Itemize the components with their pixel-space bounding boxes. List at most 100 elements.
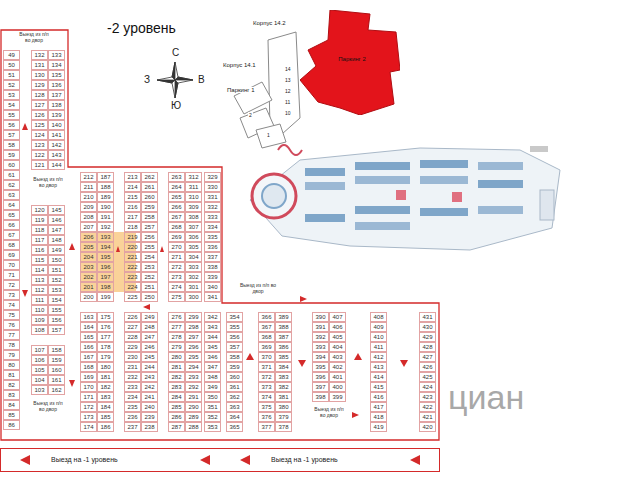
watermark: циан bbox=[448, 378, 524, 417]
stall-number: 234 bbox=[124, 392, 141, 402]
stall-number: 382 bbox=[275, 382, 292, 392]
site-map bbox=[355, 176, 410, 184]
stall-number: 366 bbox=[258, 312, 275, 322]
stall-number: 384 bbox=[275, 362, 292, 372]
site-map bbox=[262, 184, 286, 208]
site-map bbox=[305, 182, 345, 190]
stall-number: 309 bbox=[185, 202, 202, 212]
stall-number: 212 bbox=[80, 172, 97, 182]
stall-number: 103 bbox=[31, 385, 48, 395]
stall-number: 127 bbox=[31, 100, 48, 110]
stall-number: 223 bbox=[124, 272, 141, 282]
stall-number: 413 bbox=[370, 362, 387, 372]
direction-arrow bbox=[116, 246, 120, 252]
stall-number: 371 bbox=[258, 362, 275, 372]
stall-number: 140 bbox=[48, 120, 65, 130]
stall-number: 379 bbox=[275, 412, 292, 422]
stall-number: 173 bbox=[80, 412, 97, 422]
direction-arrow bbox=[143, 304, 150, 310]
stall-number: 184 bbox=[97, 402, 114, 412]
stall-number: 301 bbox=[185, 282, 202, 292]
stall-number: 395 bbox=[312, 362, 329, 372]
stall-number: 260 bbox=[141, 192, 158, 202]
stall-number: 115 bbox=[31, 255, 48, 265]
compass-letter: Ю bbox=[170, 100, 182, 111]
stall-number: 275 bbox=[168, 292, 185, 302]
exit-label: Выезд из п/п во двор bbox=[312, 406, 346, 418]
site-map bbox=[540, 190, 554, 220]
ramp-arrow bbox=[20, 455, 420, 465]
direction-arrow bbox=[22, 290, 28, 297]
stall-number: 197 bbox=[97, 272, 114, 282]
stall-number: 356 bbox=[226, 332, 243, 342]
stall-number: 144 bbox=[48, 160, 65, 170]
stall-number: 421 bbox=[419, 412, 436, 422]
stall-number: 270 bbox=[168, 242, 185, 252]
stall-number: 394 bbox=[312, 352, 329, 362]
stall-number: 293 bbox=[185, 372, 202, 382]
stall-number: 83 bbox=[3, 390, 20, 400]
stall-number: 146 bbox=[48, 215, 65, 225]
stall-number: 269 bbox=[168, 232, 185, 242]
stall-number: 80 bbox=[3, 360, 20, 370]
stall-number: 170 bbox=[80, 382, 97, 392]
stall-number: 148 bbox=[48, 235, 65, 245]
stall-number: 231 bbox=[124, 362, 141, 372]
stall-number: 258 bbox=[141, 212, 158, 222]
stall-number: 70 bbox=[3, 260, 20, 270]
stall-number: 252 bbox=[141, 272, 158, 282]
exit-label: Выезд из п/п во двор bbox=[31, 400, 65, 412]
stall-number: 126 bbox=[31, 110, 48, 120]
building-number: 11 bbox=[284, 99, 291, 105]
stall-number: 216 bbox=[124, 202, 141, 212]
node-text: Выезд на -1 уровень bbox=[51, 456, 118, 463]
ramp-arrow bbox=[200, 455, 210, 465]
building-shape bbox=[300, 10, 400, 115]
stall-number: 263 bbox=[168, 172, 185, 182]
stall-number: 388 bbox=[275, 322, 292, 332]
stall-number: 143 bbox=[48, 150, 65, 160]
building-shape bbox=[300, 10, 400, 115]
stall-number: 272 bbox=[168, 262, 185, 272]
stall-number: 68 bbox=[3, 240, 20, 250]
building-inset bbox=[268, 32, 300, 134]
stall-number: 224 bbox=[124, 282, 141, 292]
stall-number: 67 bbox=[3, 230, 20, 240]
stall-number: 240 bbox=[141, 402, 158, 412]
stall-number: 138 bbox=[48, 100, 65, 110]
stall-number: 181 bbox=[97, 372, 114, 382]
stall-number: 358 bbox=[226, 352, 243, 362]
stall-number: 247 bbox=[141, 332, 158, 342]
stall-number: 192 bbox=[97, 222, 114, 232]
stall-number: 348 bbox=[204, 372, 221, 382]
stall-number: 225 bbox=[124, 292, 141, 302]
stall-number: 161 bbox=[48, 375, 65, 385]
stall-number: 156 bbox=[48, 315, 65, 325]
stall-number: 298 bbox=[185, 322, 202, 332]
stall-number: 294 bbox=[185, 362, 202, 372]
stall-number: 199 bbox=[97, 292, 114, 302]
stall-number: 370 bbox=[258, 352, 275, 362]
stall-number: 344 bbox=[204, 332, 221, 342]
site-map bbox=[305, 168, 345, 176]
stall-number: 365 bbox=[226, 422, 243, 432]
stall-number: 248 bbox=[141, 322, 158, 332]
stall-number: 331 bbox=[204, 192, 221, 202]
stall-number: 373 bbox=[258, 382, 275, 392]
stall-number: 418 bbox=[370, 412, 387, 422]
stall-number: 304 bbox=[185, 252, 202, 262]
stall-number: 218 bbox=[124, 222, 141, 232]
stall-number: 430 bbox=[419, 322, 436, 332]
direction-arrow bbox=[246, 353, 254, 360]
stall-number: 135 bbox=[48, 70, 65, 80]
stall-number: 338 bbox=[204, 262, 221, 272]
site-map bbox=[305, 214, 345, 222]
stall-number: 406 bbox=[329, 322, 346, 332]
stall-number: 354 bbox=[226, 312, 243, 322]
stall-number: 154 bbox=[48, 295, 65, 305]
stall-number: 137 bbox=[48, 90, 65, 100]
stall-number: 205 bbox=[80, 242, 97, 252]
stall-number: 262 bbox=[141, 172, 158, 182]
stall-number: 187 bbox=[97, 172, 114, 182]
stall-number: 281 bbox=[168, 362, 185, 372]
